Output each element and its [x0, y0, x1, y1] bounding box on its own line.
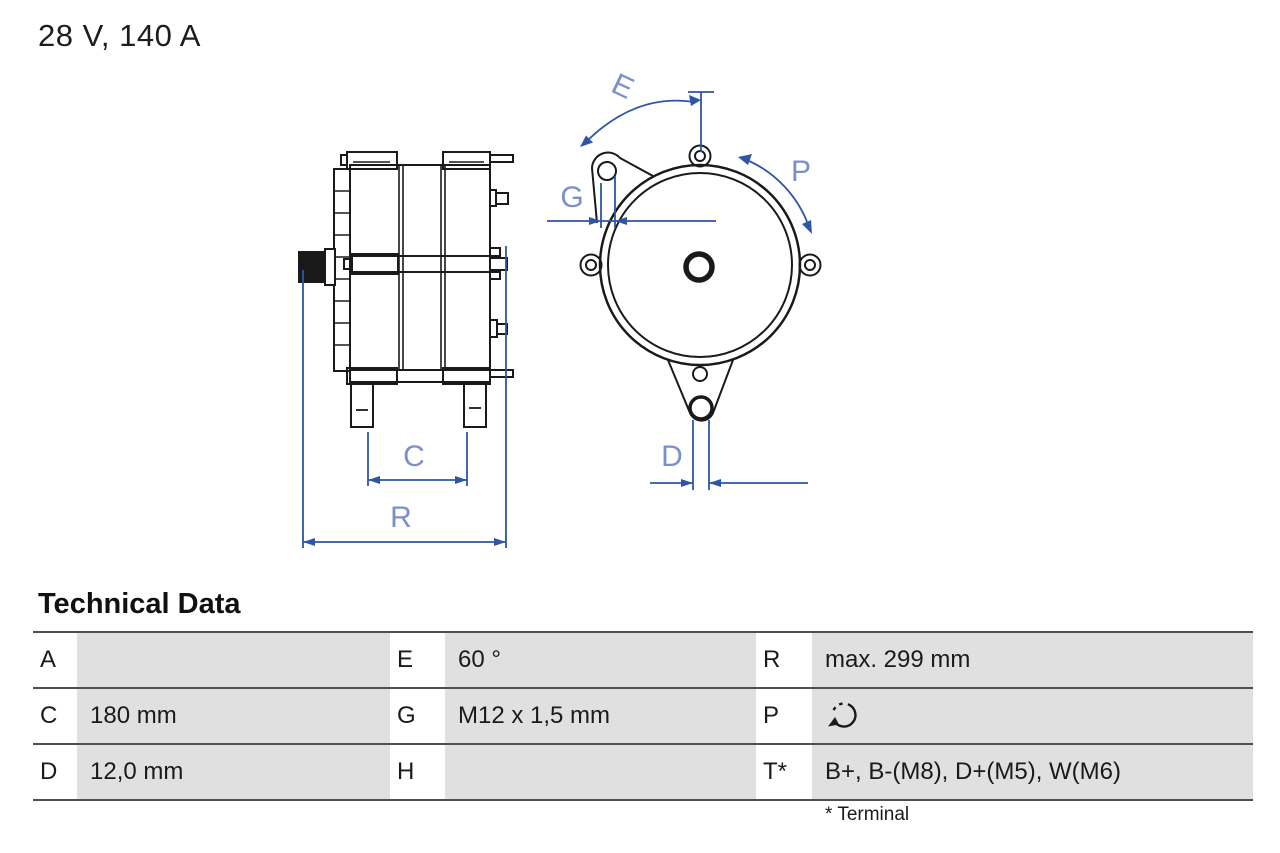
- cell-key-p: P: [756, 689, 812, 743]
- cell-key-d: D: [33, 745, 77, 799]
- dimension-label-d: D: [661, 440, 683, 473]
- dimension-label-g: G: [560, 181, 583, 214]
- table-row: A E 60 ° R max. 299 mm: [33, 633, 1253, 689]
- table-row: C 180 mm G M12 x 1,5 mm P: [33, 689, 1253, 745]
- cell-key-t: T*: [756, 745, 812, 799]
- cell-key-r: R: [756, 633, 812, 687]
- front-view-drawing: [579, 144, 822, 422]
- dimension-r: R: [302, 246, 507, 548]
- cell-value-g: M12 x 1,5 mm: [445, 689, 756, 743]
- cell-key-c: C: [33, 689, 77, 743]
- side-view-drawing: [298, 151, 514, 428]
- cell-value-t: B+, B-(M8), D+(M5), W(M6): [812, 745, 1253, 799]
- cell-value-a: [77, 633, 390, 687]
- technical-data-table: A E 60 ° R max. 299 mm C 180 mm G M12 x …: [33, 631, 1253, 801]
- rotation-direction-icon: [825, 699, 859, 733]
- dimension-label-r: R: [390, 501, 412, 534]
- cell-value-c: 180 mm: [77, 689, 390, 743]
- page-title: 28 V, 140 A: [38, 18, 201, 53]
- dimension-label-c: C: [403, 440, 425, 473]
- table-row: D 12,0 mm H T* B+, B-(M8), D+(M5), W(M6): [33, 745, 1253, 801]
- cell-key-g: G: [390, 689, 445, 743]
- technical-data-heading: Technical Data: [38, 588, 241, 620]
- dimension-d: D: [650, 420, 808, 490]
- cell-key-e: E: [390, 633, 445, 687]
- cell-value-d: 12,0 mm: [77, 745, 390, 799]
- cell-value-p: [812, 689, 1253, 743]
- dimension-c: C: [367, 432, 468, 486]
- dimension-p: P: [738, 154, 812, 234]
- cell-key-a: A: [33, 633, 77, 687]
- dimension-label-p: P: [791, 155, 811, 188]
- dimension-g: G: [547, 176, 716, 228]
- technical-drawing: E G P C: [298, 67, 822, 548]
- terminal-footnote: * Terminal: [825, 804, 910, 825]
- cell-value-e: 60 °: [445, 633, 756, 687]
- cell-value-r: max. 299 mm: [812, 633, 1253, 687]
- cell-value-h: [445, 745, 756, 799]
- dimension-e: E: [580, 67, 714, 152]
- cell-key-h: H: [390, 745, 445, 799]
- dimension-label-e: E: [607, 67, 639, 105]
